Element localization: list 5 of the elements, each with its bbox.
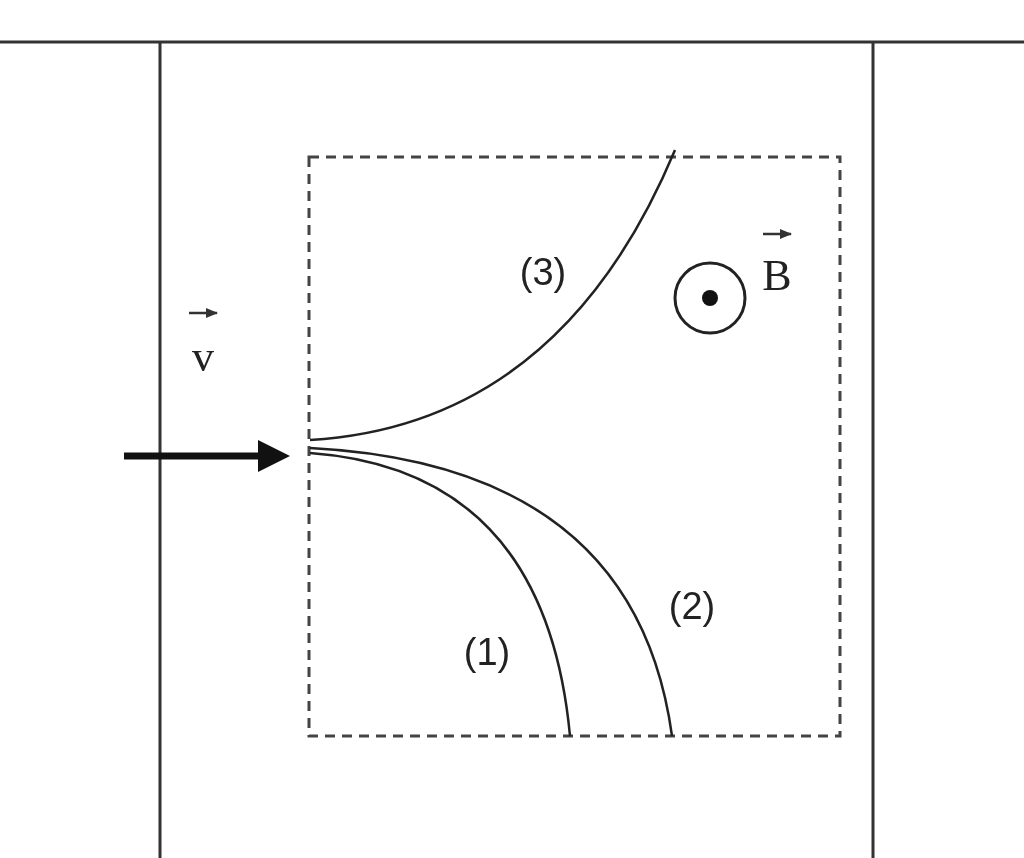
trajectory-label: (2) bbox=[668, 584, 716, 628]
vector-symbol: B bbox=[762, 249, 792, 301]
vector-symbol: v bbox=[192, 330, 214, 382]
trajectory-label: (1) bbox=[463, 630, 511, 674]
trajectory-label: (3) bbox=[519, 250, 567, 294]
